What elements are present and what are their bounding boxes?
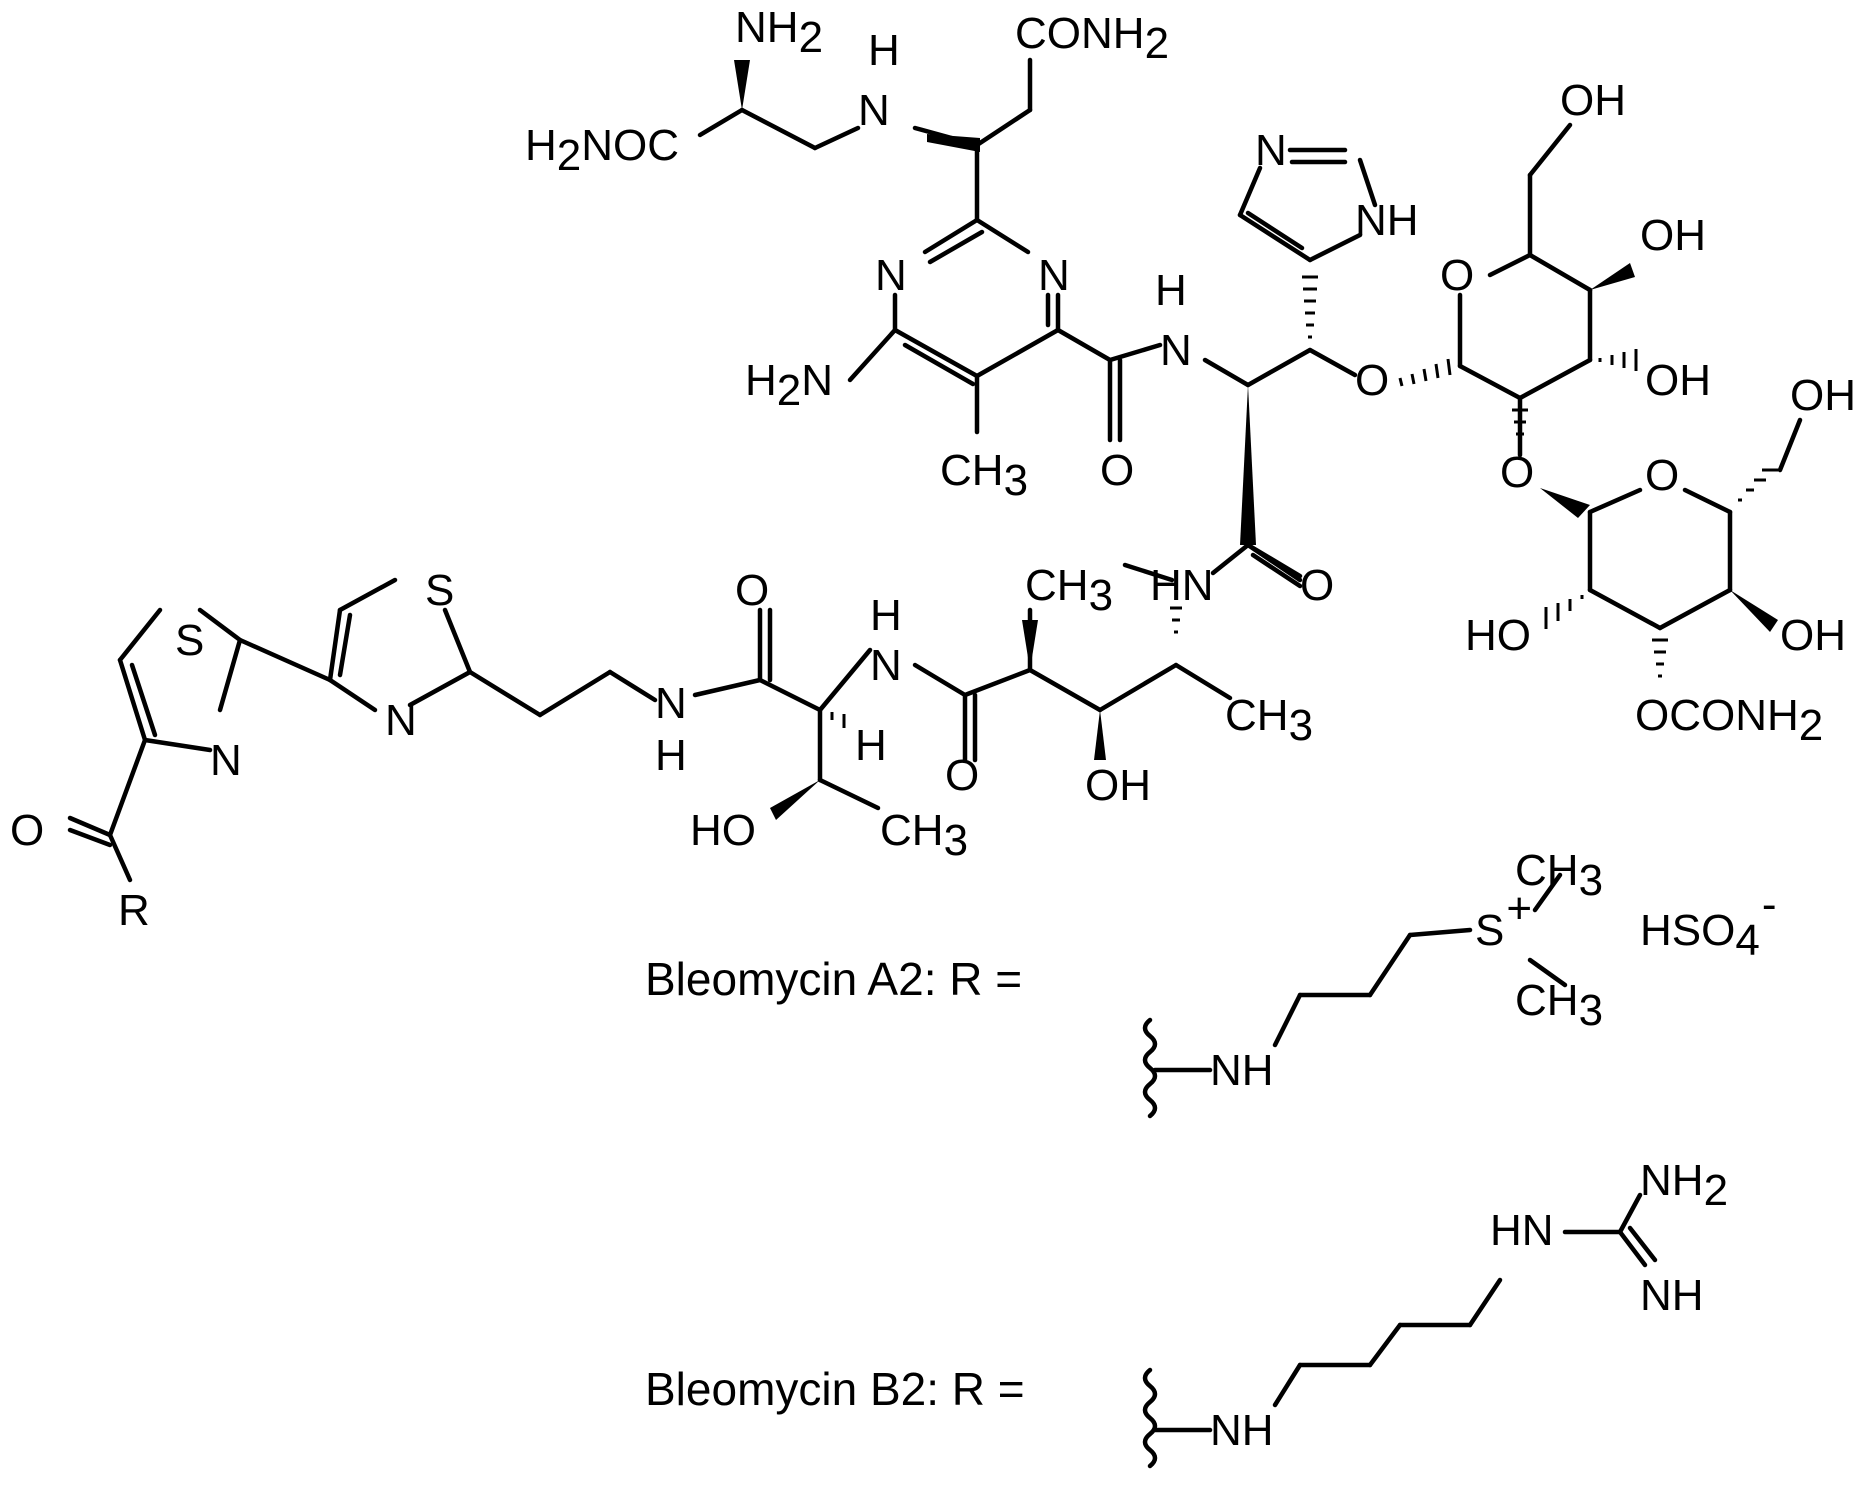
atom-label: CH3	[1225, 691, 1313, 750]
atom-label: H	[868, 26, 900, 75]
atom-label: HO	[690, 806, 756, 855]
atom-label: CH3	[1025, 561, 1113, 620]
atom-label: OH	[1085, 761, 1151, 810]
caption-bleomycin-b2: Bleomycin B2: R =	[645, 1363, 1025, 1415]
atom-label: S+	[1475, 884, 1532, 955]
atom-label: S	[175, 616, 204, 665]
atom-label: NH2	[735, 3, 823, 62]
atom-label: N	[385, 696, 417, 745]
atom-label: N	[1255, 126, 1287, 175]
atom-label: O	[1355, 356, 1389, 405]
atom-label: N	[870, 641, 902, 690]
atom-label: O	[735, 566, 769, 615]
atom-label: NH	[1640, 1271, 1704, 1320]
atom-label: CONH2	[1015, 9, 1169, 68]
atom-label: CH3	[940, 446, 1028, 505]
atom-label: CH3	[1515, 976, 1603, 1035]
atom-label: OH	[1640, 211, 1706, 260]
atom-label: NH2	[1640, 1156, 1728, 1215]
molecule-bonds	[67, 57, 1803, 1469]
atom-label: HSO4-	[1640, 880, 1777, 965]
atom-label: HN	[1150, 561, 1214, 610]
atom-label: NH	[1210, 1406, 1274, 1455]
atom-label: H	[870, 591, 902, 640]
atom-label: O	[945, 751, 979, 800]
caption-bleomycin-a2: Bleomycin A2: R =	[645, 953, 1022, 1005]
atom-label: NH	[1210, 1046, 1274, 1095]
atom-label: O	[1645, 451, 1679, 500]
atom-label: H	[1155, 266, 1187, 315]
atom-label: O	[1300, 561, 1334, 610]
atom-labels: NH2 H CONH2 H2NOC N OH N NH N N O OH H N…	[10, 3, 1856, 1455]
atom-label: OH	[1780, 611, 1846, 660]
atom-label: HO	[1465, 611, 1531, 660]
atom-label: N	[858, 86, 890, 135]
atom-label: N	[875, 251, 907, 300]
atom-label: O	[1500, 448, 1534, 497]
atom-label: S	[425, 566, 454, 615]
atom-label: OH	[1645, 356, 1711, 405]
atom-label: O	[10, 806, 44, 855]
atom-label: H	[855, 721, 887, 770]
atom-label: N	[1160, 326, 1192, 375]
atom-label: H2N	[745, 356, 833, 415]
atom-label: H2NOC	[525, 121, 679, 180]
atom-label: NH	[1355, 196, 1419, 245]
atom-label: O	[1100, 446, 1134, 495]
atom-label: OCONH2	[1635, 691, 1823, 750]
atom-label: CH3	[880, 806, 968, 865]
atom-label: N	[1038, 251, 1070, 300]
atom-label: N	[655, 679, 687, 728]
atom-label: H	[655, 731, 687, 780]
atom-label: O	[1440, 251, 1474, 300]
atom-label: OH	[1560, 76, 1626, 125]
atom-label: HN	[1490, 1206, 1554, 1255]
atom-label: OH	[1790, 371, 1856, 420]
atom-label: R	[118, 886, 150, 935]
atom-label: CH3	[1515, 846, 1603, 905]
atom-label: N	[210, 736, 242, 785]
